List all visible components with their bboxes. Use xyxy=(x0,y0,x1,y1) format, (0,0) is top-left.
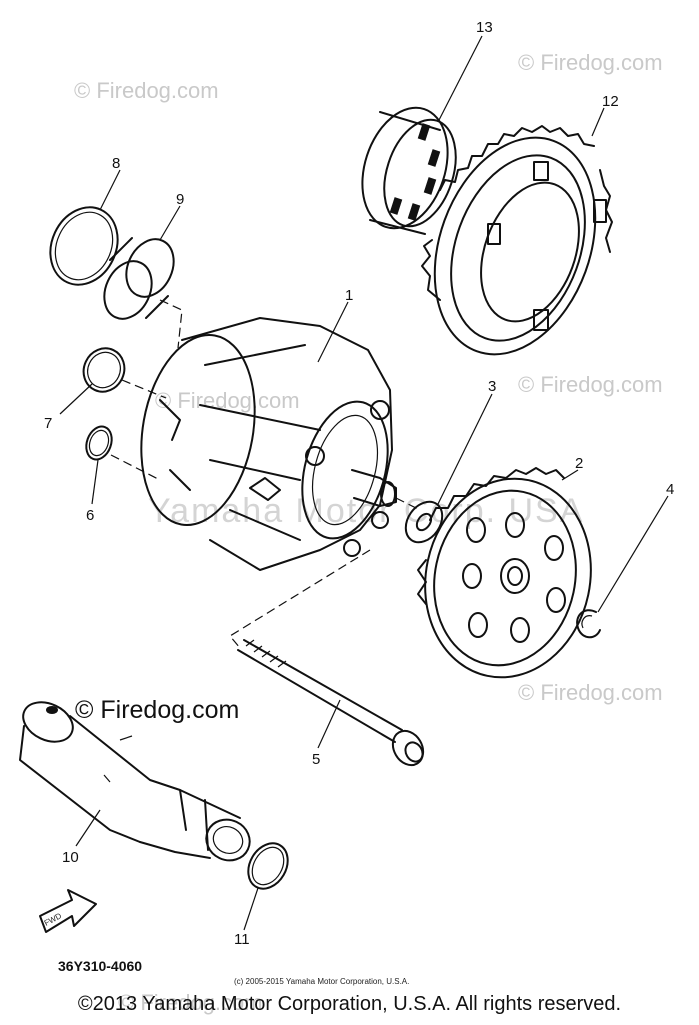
callout-7: 7 xyxy=(44,415,52,432)
part-7-o-ring xyxy=(82,347,126,393)
part-6-o-ring xyxy=(85,425,113,461)
callout-3: 3 xyxy=(488,378,496,395)
callout-9: 9 xyxy=(176,191,184,208)
fwd-arrow: FWD xyxy=(39,889,97,933)
watermark-top-left: © Firedog.com xyxy=(74,78,219,103)
callout-1: 1 xyxy=(345,287,353,304)
part-12-sprocket xyxy=(421,125,613,356)
callout-11: 11 xyxy=(234,931,250,948)
footer-copyright: ©2013 Yamaha Motor Corporation, U.S.A. A… xyxy=(77,993,622,1015)
part-4-circlip xyxy=(576,609,601,639)
callout-2: 2 xyxy=(575,455,583,472)
watermark-mid-right: © Firedog.com xyxy=(518,372,663,397)
part-1-pump-housing xyxy=(140,317,397,571)
watermarks: © Firedog.com © Firedog.com © Firedog.co… xyxy=(74,50,663,1015)
callout-leaders xyxy=(59,35,669,931)
callout-8: 8 xyxy=(112,155,120,172)
watermark-lower-right: © Firedog.com xyxy=(518,680,663,705)
callout-6: 6 xyxy=(86,507,94,524)
watermark-top-right: © Firedog.com xyxy=(518,50,663,75)
part-10-shaft xyxy=(19,701,251,862)
callout-4: 4 xyxy=(666,481,674,498)
part-8-o-ring xyxy=(49,206,119,286)
watermark-bottom: © Firedog.com xyxy=(118,990,263,1015)
small-copyright: (c) 2005-2015 Yamaha Motor Corporation, … xyxy=(234,977,409,986)
watermark-mid-left: © Firedog.com xyxy=(155,388,300,413)
part-5-bolt xyxy=(237,639,425,767)
callout-5: 5 xyxy=(312,751,320,768)
callout-13: 13 xyxy=(476,19,493,36)
assembly-lines xyxy=(110,299,421,649)
part-2-gear xyxy=(417,467,592,679)
part-11-o-ring xyxy=(247,842,289,890)
part-9-collar xyxy=(103,237,175,320)
part-13-bearing xyxy=(361,106,457,235)
watermark-dark: © Firedog.com xyxy=(75,696,239,724)
part-3-washer xyxy=(404,500,444,544)
callout-12: 12 xyxy=(602,93,619,110)
callout-numbers: 13 12 8 9 1 3 2 4 7 6 5 10 11 xyxy=(44,19,674,948)
callout-10: 10 xyxy=(62,849,79,866)
diagram-code: 36Y310-4060 xyxy=(58,958,142,974)
